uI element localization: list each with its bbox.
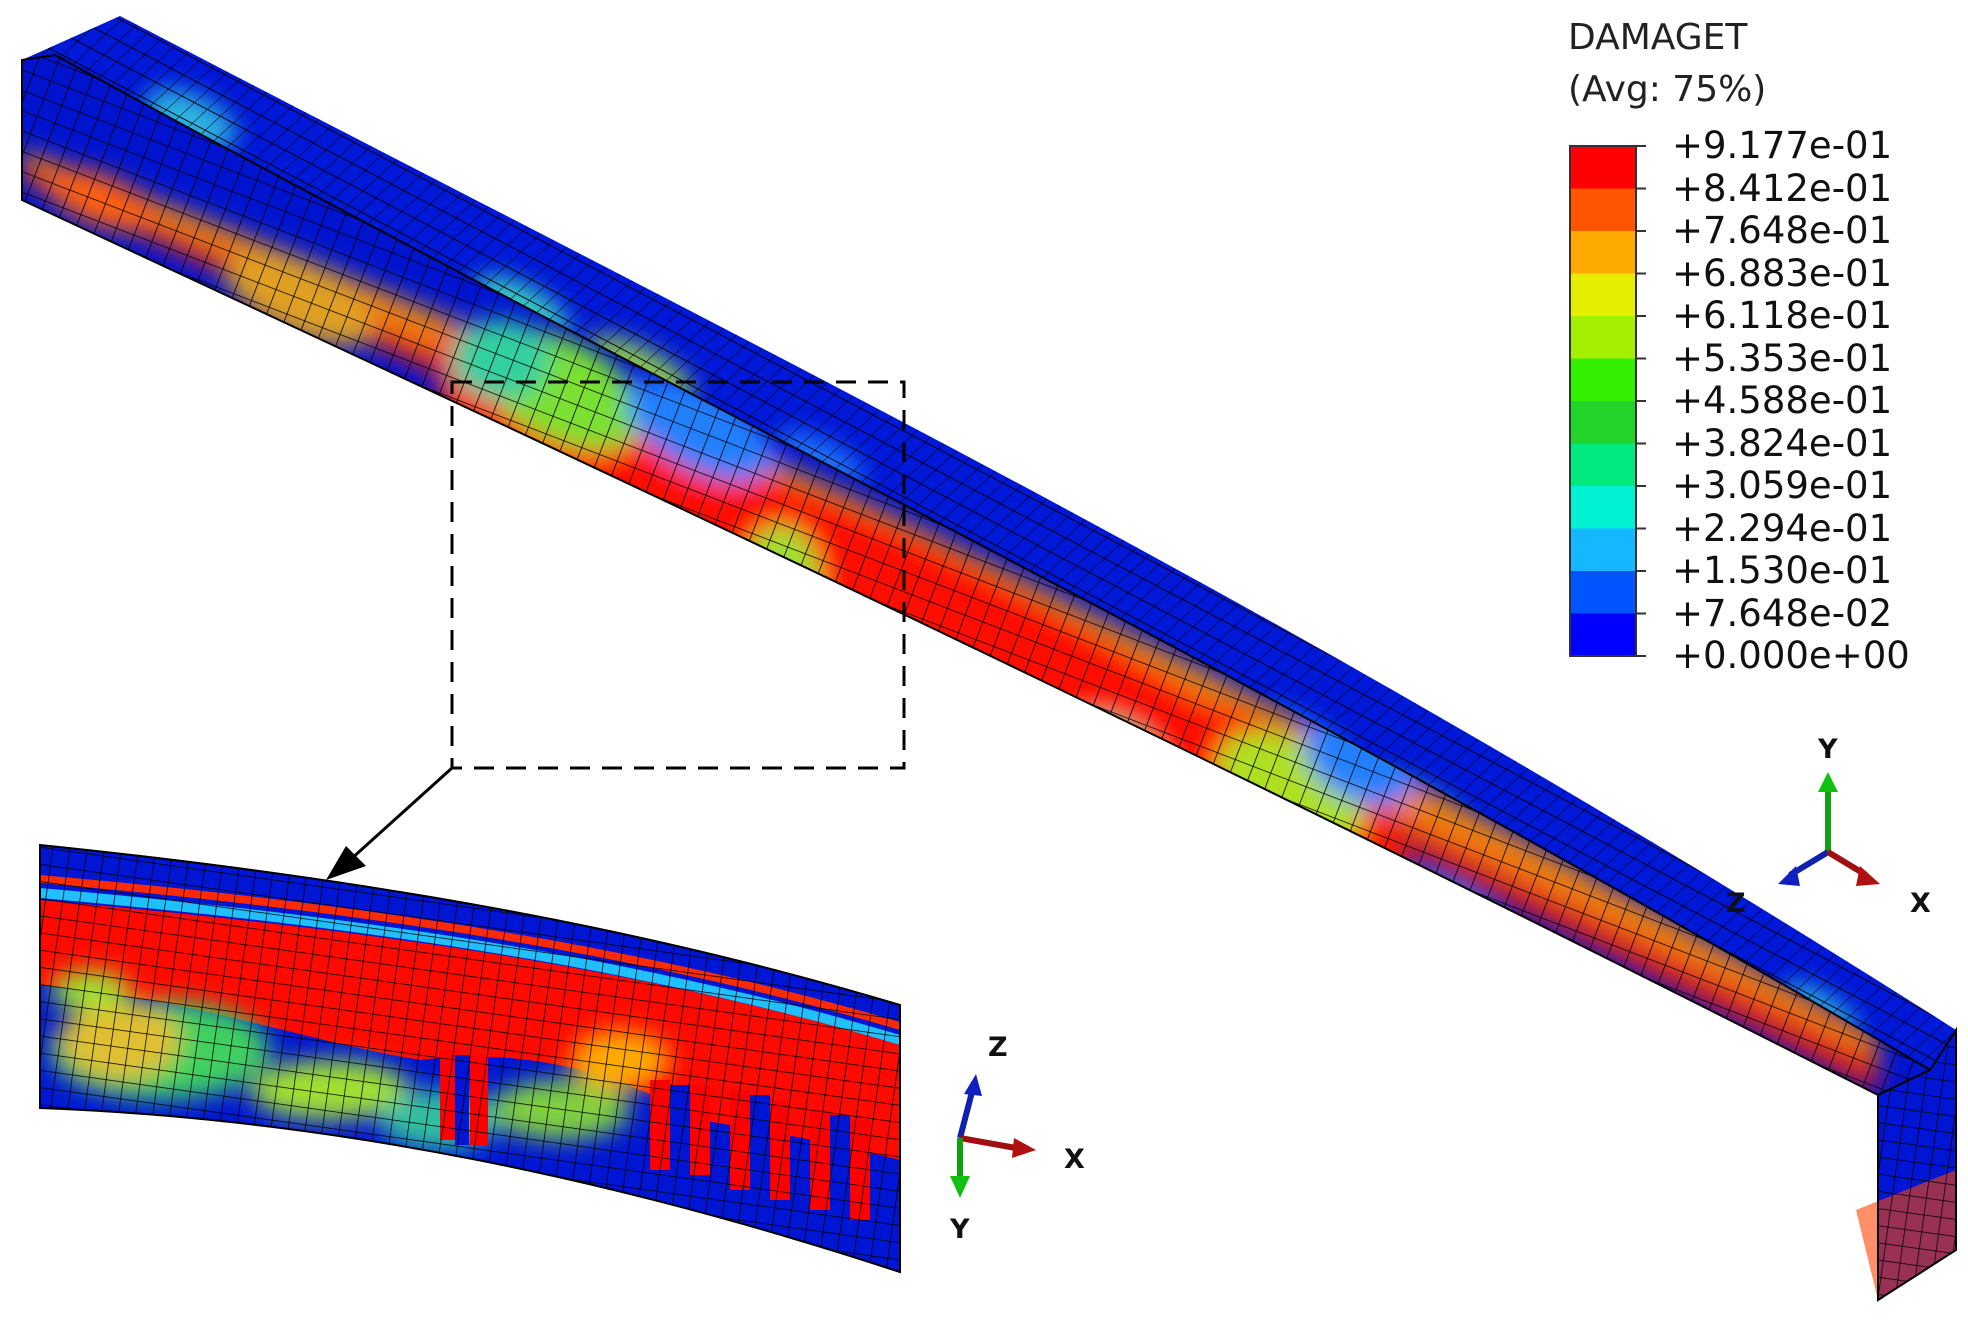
legend-tick-label: +7.648e-02: [1672, 591, 1893, 635]
triad-inset-z-label: Z: [988, 1032, 1008, 1063]
legend-tick-label: +9.177e-01: [1672, 124, 1893, 167]
legend-tick-label: +8.412e-01: [1672, 166, 1893, 210]
legend-swatch: [1570, 358, 1636, 402]
triad-main-z-arrow: [1778, 866, 1800, 886]
legend-tick-label: +3.824e-01: [1672, 421, 1893, 465]
triad-main-y-arrow: [1818, 772, 1838, 792]
legend-tick-label: +5.353e-01: [1672, 336, 1893, 380]
legend-swatch: [1570, 613, 1636, 657]
legend-tick-label: +6.118e-01: [1672, 294, 1893, 337]
inset-beam: [39, 843, 901, 1274]
triad-inset-z-arrow: [964, 1074, 982, 1096]
triad-inset-x-arrow: [1012, 1138, 1036, 1158]
legend-tick-label: +1.530e-01: [1672, 549, 1893, 592]
legend-tick-label: +3.059e-01: [1672, 464, 1893, 507]
legend-tick-label: +0.000e+00: [1672, 634, 1910, 677]
legend-swatch: [1570, 443, 1636, 487]
triad-main-x-arrow: [1856, 866, 1880, 886]
legend-swatch: [1570, 401, 1636, 444]
legend-swatch: [1570, 188, 1636, 232]
zoom-arrow: [326, 766, 454, 880]
legend-swatch: [1570, 486, 1636, 529]
legend-swatch: [1570, 231, 1636, 274]
legend-subtitle: (Avg: 75%): [1568, 69, 1767, 110]
triad-inset-x-label: X: [1064, 1144, 1085, 1175]
legend-title: DAMAGET: [1568, 17, 1748, 58]
legend-swatch: [1570, 273, 1636, 317]
triad-main: [1778, 772, 1880, 886]
legend-swatch: [1570, 571, 1636, 614]
legend-swatch: [1570, 146, 1636, 189]
triad-main-x-label: X: [1910, 888, 1931, 919]
legend-tick-label: +4.588e-01: [1672, 379, 1893, 422]
legend-tick-label: +2.294e-01: [1672, 506, 1893, 550]
legend-swatch: [1570, 316, 1636, 359]
triad-main-z-label: Z: [1726, 888, 1746, 919]
legend-swatch: [1570, 528, 1636, 572]
triad-inset-y-label: Y: [950, 1214, 970, 1245]
legend-tick-label: +6.883e-01: [1672, 251, 1893, 295]
legend-tick-label: +7.648e-01: [1672, 209, 1893, 252]
triad-inset: [950, 1074, 1036, 1198]
triad-main-y-label: Y: [1818, 734, 1838, 765]
legend-color-bar: [1569, 145, 1646, 657]
zoom-region-box: [450, 380, 906, 770]
triad-inset-y-arrow: [950, 1176, 970, 1198]
